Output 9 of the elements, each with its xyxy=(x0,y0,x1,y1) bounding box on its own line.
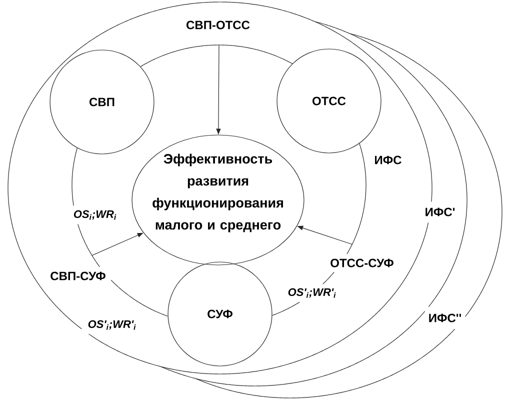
text-label: OS$_{i}$;WR$_{i}$ xyxy=(74,210,116,220)
text-label: OS'$_{i}$;WR'$_{i}$ xyxy=(288,288,336,298)
text-label: ИФС'' xyxy=(429,314,461,322)
edge-label: СВП-СУФ xyxy=(50,272,106,280)
text-label: OS'$_{i}$;WR'$_{i}$ xyxy=(88,320,136,330)
text-label: ИФС' xyxy=(426,208,455,216)
text-label: ИФС xyxy=(375,156,402,164)
edge-label: СВП-ОТСС xyxy=(186,20,250,30)
edge-label: ОТСС-СУФ xyxy=(330,258,394,268)
